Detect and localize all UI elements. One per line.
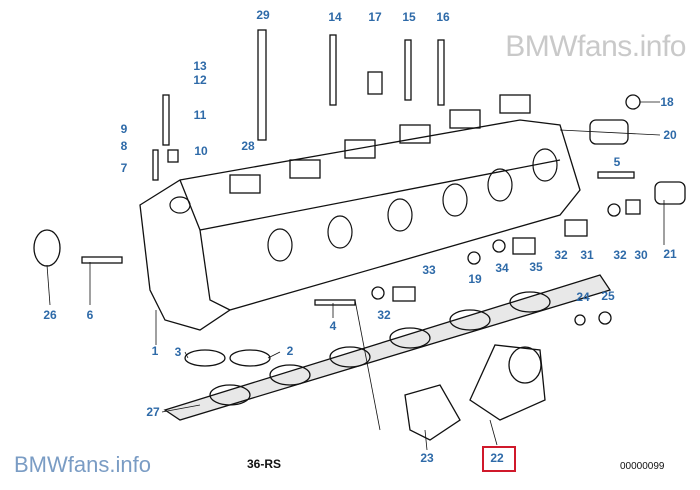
part-label[interactable]: 32 <box>613 248 627 262</box>
brand-logo-text: BMWfans.info <box>14 452 151 477</box>
part-label[interactable]: 10 <box>194 144 208 158</box>
diagram-number: 00000099 <box>620 461 665 472</box>
part-label[interactable]: 6 <box>86 308 94 322</box>
part-label[interactable]: 9 <box>120 122 128 136</box>
part-label[interactable]: 20 <box>663 128 677 142</box>
part-label[interactable]: 13 <box>193 59 207 73</box>
part-label[interactable]: 31 <box>580 248 594 262</box>
part-label[interactable]: 11 <box>193 108 207 122</box>
part-label[interactable]: 26 <box>43 308 57 322</box>
part-label[interactable]: 19 <box>468 272 482 286</box>
part-label[interactable]: 18 <box>660 95 674 109</box>
part-label[interactable]: 35 <box>529 260 543 274</box>
part-label[interactable]: 27 <box>146 405 160 419</box>
part-label[interactable]: 4 <box>329 319 337 333</box>
part-label[interactable]: 30 <box>634 248 648 262</box>
part-label[interactable]: 2 <box>286 344 294 358</box>
part-label[interactable]: 23 <box>420 451 434 465</box>
part-label[interactable]: 21 <box>663 247 677 261</box>
part-label[interactable]: 17 <box>368 10 382 24</box>
part-label[interactable]: 33 <box>422 263 436 277</box>
part-label[interactable]: 25 <box>601 289 615 303</box>
part-label[interactable]: 34 <box>495 261 509 275</box>
part-label[interactable]: 3 <box>174 345 182 359</box>
part-label[interactable]: 32 <box>554 248 568 262</box>
watermark: BMWfans.info <box>505 30 686 63</box>
part-label[interactable]: 32 <box>377 308 391 322</box>
part-label[interactable]: 15 <box>402 10 416 24</box>
diagram-code: 36-RS <box>247 457 282 471</box>
part-label[interactable]: 8 <box>120 139 128 153</box>
part-label[interactable]: 14 <box>328 10 342 24</box>
part-label[interactable]: 1 <box>151 344 159 358</box>
part-label[interactable]: 7 <box>120 161 128 175</box>
part-label[interactable]: 16 <box>436 10 450 24</box>
part-label[interactable]: 24 <box>576 290 590 304</box>
part-label[interactable]: 29 <box>256 8 270 22</box>
part-label-highlighted[interactable]: 22 <box>490 451 504 465</box>
highlight-box <box>482 446 516 472</box>
part-label[interactable]: 28 <box>241 139 255 153</box>
part-label[interactable]: 12 <box>193 73 207 87</box>
part-label[interactable]: 5 <box>613 155 621 169</box>
